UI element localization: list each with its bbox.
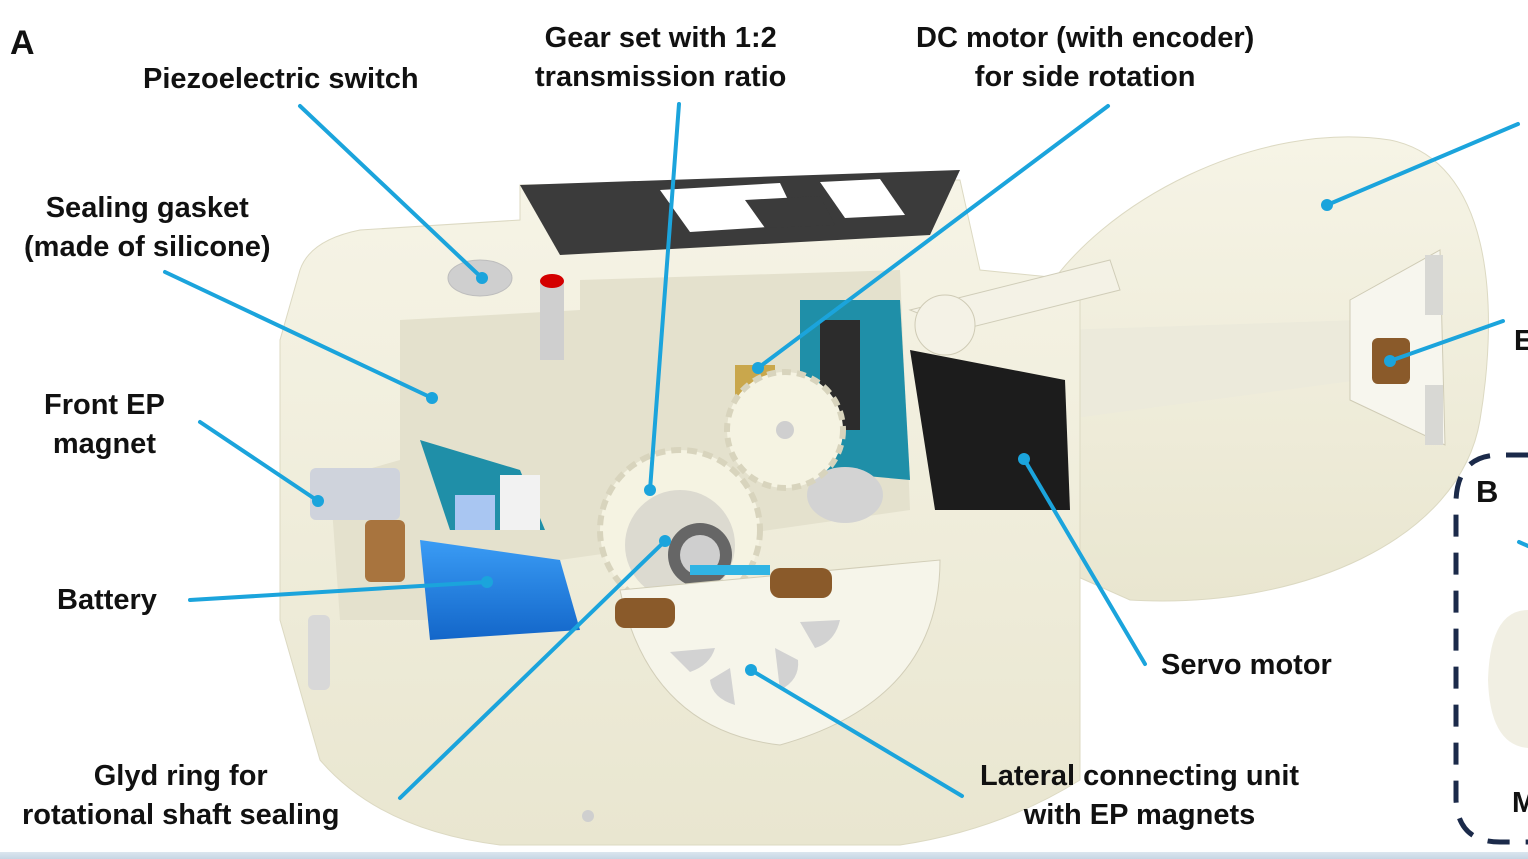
panel-a-label: A (10, 24, 35, 62)
label-lateral-connecting-unit: Lateral connecting unit with EP magnets (980, 760, 1300, 831)
panel-b-frame (1453, 452, 1528, 845)
label-piezoelectric-switch: Piezoelectric switch (143, 63, 419, 95)
leader-dots (312, 199, 1396, 676)
label-front-ep-magnet: Front EP magnet (44, 389, 165, 460)
leader-rear-ep (1388, 319, 1505, 363)
bottom-edge-strip (0, 852, 1528, 859)
rear-ep-partial-label: E (1514, 325, 1528, 357)
leader-gear (648, 102, 681, 492)
battery (420, 540, 580, 640)
gear-small (724, 369, 846, 491)
coil (365, 520, 405, 582)
label-glyd-ring: Glyd ring for rotational shaft sealing (22, 760, 340, 831)
leader-servo (1022, 457, 1147, 666)
cutaway-cavity (330, 270, 910, 620)
leader-dc-motor (756, 104, 1110, 370)
panel-b-label: B (1476, 474, 1499, 509)
label-sealing-gasket: Sealing gasket (made of silicone) (24, 192, 271, 263)
leader-gasket (163, 270, 434, 400)
panel-b-thumbnail (1488, 610, 1528, 748)
label-gear-set: Gear set with 1:2 transmission ratio (535, 22, 787, 93)
leader-flipper (1325, 122, 1520, 207)
servo-horn (908, 259, 1121, 356)
leader-battery (188, 580, 489, 602)
flipper-rib (1060, 320, 1360, 420)
leader-piezo (298, 104, 484, 280)
leader-lateral (749, 668, 964, 798)
leader-glyd (398, 539, 667, 800)
label-servo-motor: Servo motor (1161, 649, 1332, 681)
led-indicator (540, 280, 564, 360)
label-battery: Battery (57, 584, 157, 616)
leader-panel-b (1517, 540, 1528, 548)
leader-lines (163, 102, 1528, 800)
label-dc-motor: DC motor (with encoder) for side rotatio… (916, 22, 1255, 93)
front-ep-magnet (310, 468, 400, 520)
leader-front-ep (198, 420, 320, 503)
panel-b-partial-text: M (1512, 787, 1528, 819)
